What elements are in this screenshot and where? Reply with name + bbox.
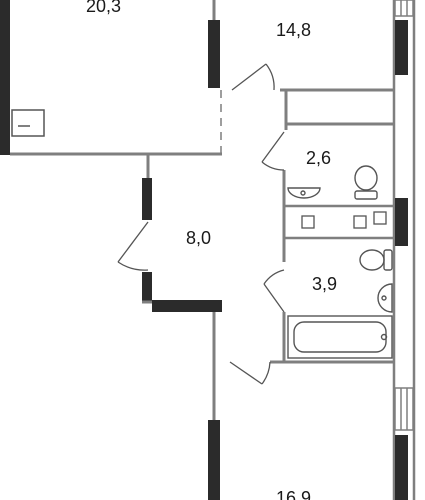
wall-block bbox=[395, 20, 408, 75]
washbasin-icon bbox=[377, 283, 393, 313]
toilet-icon bbox=[359, 249, 393, 271]
window-lower bbox=[394, 387, 414, 431]
wall-block bbox=[0, 0, 10, 155]
washbasin-icon bbox=[287, 187, 321, 199]
wall-block bbox=[395, 198, 408, 246]
bathtub-icon bbox=[287, 315, 393, 359]
window-top bbox=[394, 0, 414, 17]
exterior-right-wall bbox=[392, 0, 416, 500]
wall-block bbox=[142, 178, 152, 220]
wall-block bbox=[208, 420, 220, 500]
room-area-bedroom: 14,8 bbox=[276, 20, 311, 40]
door-entrance bbox=[117, 221, 149, 271]
toilet-icon bbox=[354, 165, 378, 200]
sink-icon bbox=[11, 109, 45, 137]
room-area-living: 20,3 bbox=[86, 0, 121, 16]
wall-block bbox=[395, 435, 408, 500]
room-area-bathroom: 2,6 bbox=[306, 148, 331, 168]
room-area-kitchen: 16,9 bbox=[276, 488, 311, 500]
door-bedroom bbox=[231, 63, 275, 91]
room-area-hallway: 8,0 bbox=[186, 228, 211, 248]
wall-block bbox=[152, 300, 222, 312]
shaft-box bbox=[373, 211, 387, 225]
door-bath2 bbox=[263, 269, 285, 313]
shaft-box bbox=[353, 215, 367, 229]
room-area-bath-tub: 3,9 bbox=[312, 274, 337, 294]
wall-block bbox=[208, 20, 220, 88]
wall-block bbox=[142, 272, 152, 302]
door-bathroom bbox=[261, 131, 285, 171]
door-kitchen bbox=[229, 361, 271, 385]
shaft-box bbox=[301, 215, 315, 229]
